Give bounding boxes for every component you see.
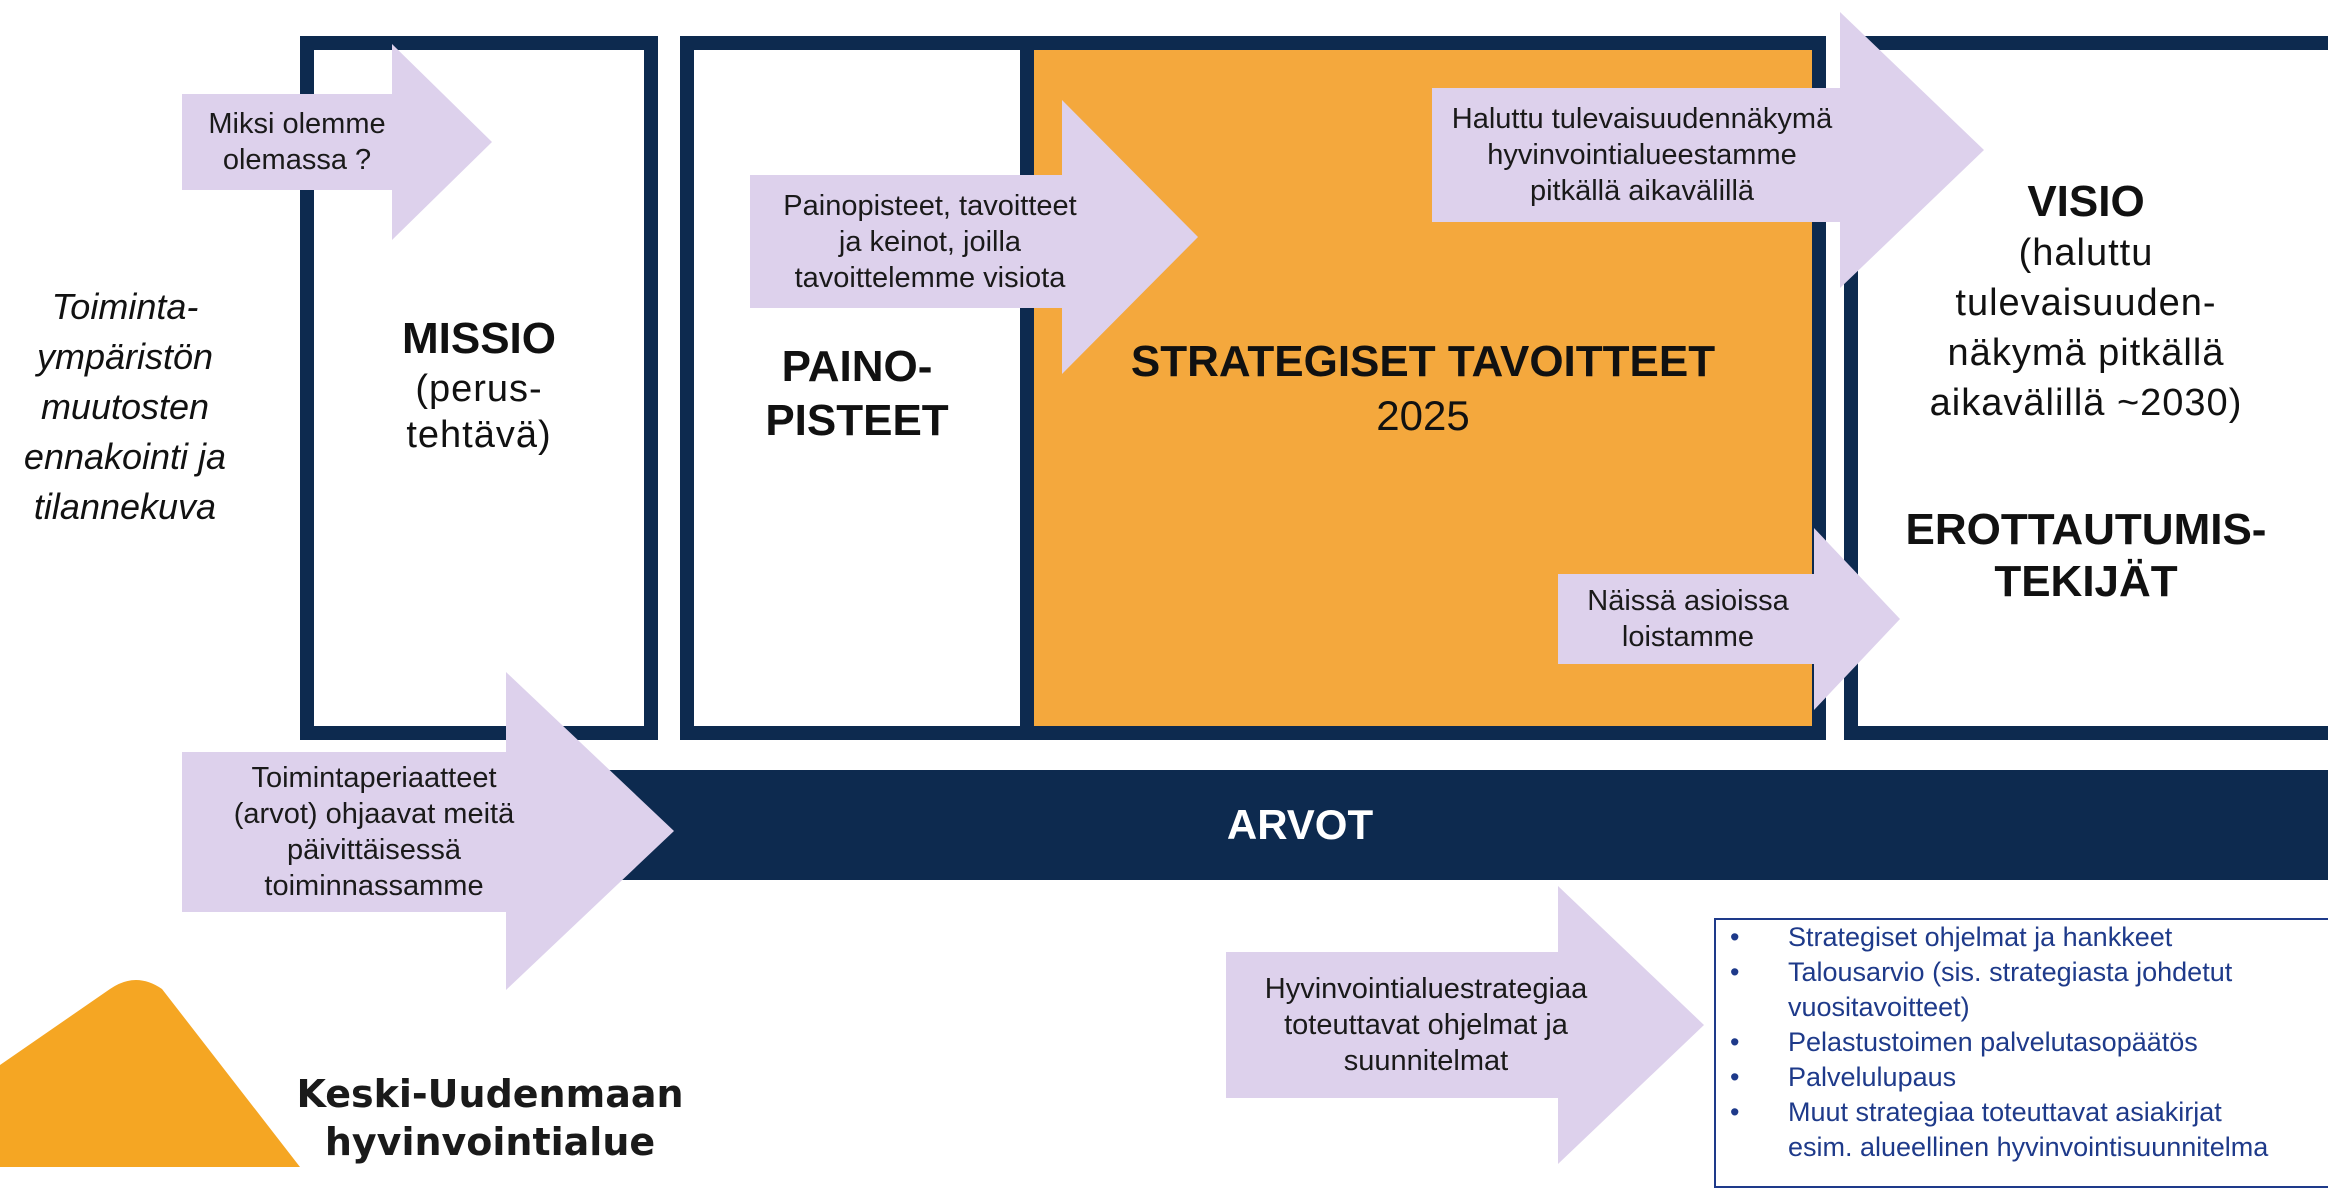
documents-item: • Muut strategiaa toteuttavat asiakirjat… xyxy=(1716,1095,2328,1165)
arrow-shape xyxy=(1558,528,1900,710)
arrow-text-line: tavoittelemme visiota xyxy=(794,261,1066,294)
visio-title: VISIO xyxy=(2027,177,2145,226)
arrow-text-line: Hyvinvointialuestrategiaa xyxy=(1264,973,1588,1005)
arvot-label: ARVOT xyxy=(1226,801,1374,848)
bullet-dot: • xyxy=(1730,1097,1740,1127)
arrow-text-line: Painopisteet, tavoitteet xyxy=(783,189,1077,222)
missio-subtitle-line: tehtävä) xyxy=(406,414,552,456)
missio-text: MISSIO (perus- tehtävä) xyxy=(314,312,644,458)
erottautumis-title-line: EROTTAUTUMIS- xyxy=(1905,505,2267,554)
arrow-toimintaperiaatteet: Toimintaperiaatteet (arvot) ohjaavat mei… xyxy=(182,672,674,990)
arrow-text-line: toteuttavat ohjelmat ja xyxy=(1284,1009,1568,1041)
bullet-dot: • xyxy=(1730,1062,1740,1092)
arrow-text-line: päivittäisessä xyxy=(286,834,462,866)
environment-note-line: ympäristön xyxy=(36,336,214,377)
logo-text-line: Keski-Uudenmaan xyxy=(296,1072,684,1116)
environment-note: Toiminta- ympäristön muutosten ennakoint… xyxy=(0,282,250,532)
visio-subtitle-line: (haluttu xyxy=(2018,232,2154,274)
arrow-text-line: Toimintaperiaatteet xyxy=(251,762,497,794)
arrow-text-line: olemassa ? xyxy=(222,144,372,176)
arrow-shape xyxy=(750,100,1198,374)
documents-item-line: Palvelulupaus xyxy=(1788,1062,1957,1092)
arrow-haluttu-text: Haluttu tulevaisuudennäkymä hyvinvointia… xyxy=(1432,88,1852,222)
arrow-miksi-text: Miksi olemme olemassa ? xyxy=(182,94,412,190)
environment-note-line: tilannekuva xyxy=(33,486,217,527)
arrow-shape xyxy=(1432,12,1984,288)
strategic-goals-year: 2025 xyxy=(1376,392,1470,439)
arrow-text-line: loistamme xyxy=(1621,621,1755,653)
arrow-text-line: toiminnassamme xyxy=(264,870,484,902)
documents-item-line: Pelastustoimen palvelutasopäätös xyxy=(1788,1027,2198,1057)
arrow-miksi: Miksi olemme olemassa ? xyxy=(182,44,492,240)
documents-item-line: esim. alueellinen hyvinvointisuunnitelma xyxy=(1788,1132,2269,1162)
arrow-painopisteet: Painopisteet, tavoitteet ja keinot, joil… xyxy=(750,100,1198,374)
documents-box: • Strategiset ohjelmat ja hankkeet • Tal… xyxy=(1714,918,2328,1188)
arrow-text-line: Näissä asioissa xyxy=(1587,585,1789,617)
painopisteet-title-line: PISTEET xyxy=(765,396,949,445)
arrow-shape xyxy=(182,44,492,240)
erottautumis-title-line: TEKIJÄT xyxy=(1994,557,2178,606)
documents-item-line: Muut strategiaa toteuttavat asiakirjat xyxy=(1788,1097,2222,1127)
visio-subtitle-line: tulevaisuuden- xyxy=(1955,282,2217,324)
arrow-hyvinvointialuestrategiaa-text: Hyvinvointialuestrategiaa toteuttavat oh… xyxy=(1226,952,1626,1098)
environment-note-line: Toiminta- xyxy=(51,286,199,327)
documents-item-line: vuositavoitteet) xyxy=(1788,992,1970,1022)
documents-item: • Pelastustoimen palvelutasopäätös xyxy=(1716,1025,2328,1060)
arvot-bar xyxy=(560,770,2328,880)
painopisteet-title-line: PAINO- xyxy=(781,342,933,391)
documents-item-line: Strategiset ohjelmat ja hankkeet xyxy=(1788,922,2173,952)
missio-subtitle-line: (perus- xyxy=(415,368,543,410)
arrow-shape xyxy=(182,672,674,990)
arrow-toimintaperiaatteet-text: Toimintaperiaatteet (arvot) ohjaavat mei… xyxy=(182,752,566,912)
arrow-text-line: Miksi olemme xyxy=(208,108,386,140)
erottautumis-text: EROTTAUTUMIS- TEKIJÄT xyxy=(1858,504,2314,608)
documents-item: • Talousarvio (sis. strategiasta johdetu… xyxy=(1716,955,2328,1025)
documents-item-line: Talousarvio (sis. strategiasta johdetut xyxy=(1788,957,2233,987)
environment-note-line: ennakointi ja xyxy=(23,436,227,477)
bullet-dot: • xyxy=(1730,957,1740,987)
visio-text: VISIO (haluttu tulevaisuuden- näkymä pit… xyxy=(1858,176,2314,428)
logo-text-line: hyvinvointialue xyxy=(324,1120,656,1164)
bullet-dot: • xyxy=(1730,1027,1740,1057)
visio-subtitle-line: näkymä pitkällä xyxy=(1947,332,2225,374)
documents-list: • Strategiset ohjelmat ja hankkeet • Tal… xyxy=(1716,920,2328,1165)
arrow-text-line: hyvinvointialueestamme xyxy=(1487,139,1797,171)
documents-item: • Strategiset ohjelmat ja hankkeet xyxy=(1716,920,2328,955)
strategic-goals-title: STRATEGISET TAVOITTEET xyxy=(1130,337,1716,386)
bullet-dot: • xyxy=(1730,922,1740,952)
arrow-text-line: pitkällä aikavälillä xyxy=(1529,175,1755,207)
documents-item: • Palvelulupaus xyxy=(1716,1060,2328,1095)
arrow-haluttu: Haluttu tulevaisuudennäkymä hyvinvointia… xyxy=(1432,12,1984,288)
painopisteet-text: PAINO- PISTEET xyxy=(694,340,1020,448)
missio-title: MISSIO xyxy=(401,314,557,363)
strategic-goals-text: STRATEGISET TAVOITTEET 2025 xyxy=(1034,335,1812,443)
arrow-text-line: Haluttu tulevaisuudennäkymä xyxy=(1451,103,1833,135)
environment-note-line: muutosten xyxy=(40,386,210,427)
arrow-text-line: (arvot) ohjaavat meitä xyxy=(233,798,515,830)
arrow-painopisteet-text: Painopisteet, tavoitteet ja keinot, joil… xyxy=(750,175,1110,308)
arrow-hyvinvointialuestrategiaa: Hyvinvointialuestrategiaa toteuttavat oh… xyxy=(1226,886,1704,1164)
arrow-naissa-text: Näissä asioissa loistamme xyxy=(1558,574,1818,664)
arrow-text-line: suunnitelmat xyxy=(1343,1045,1509,1077)
arrow-naissa: Näissä asioissa loistamme xyxy=(1558,528,1900,710)
logo-shape xyxy=(0,980,300,1167)
arrow-text-line: ja keinot, joilla xyxy=(838,225,1022,258)
visio-subtitle-line: aikavälillä ~2030) xyxy=(1929,382,2243,424)
logo-text: Keski-Uudenmaan hyvinvointialue xyxy=(290,1070,690,1166)
arrow-shape xyxy=(1226,886,1704,1164)
